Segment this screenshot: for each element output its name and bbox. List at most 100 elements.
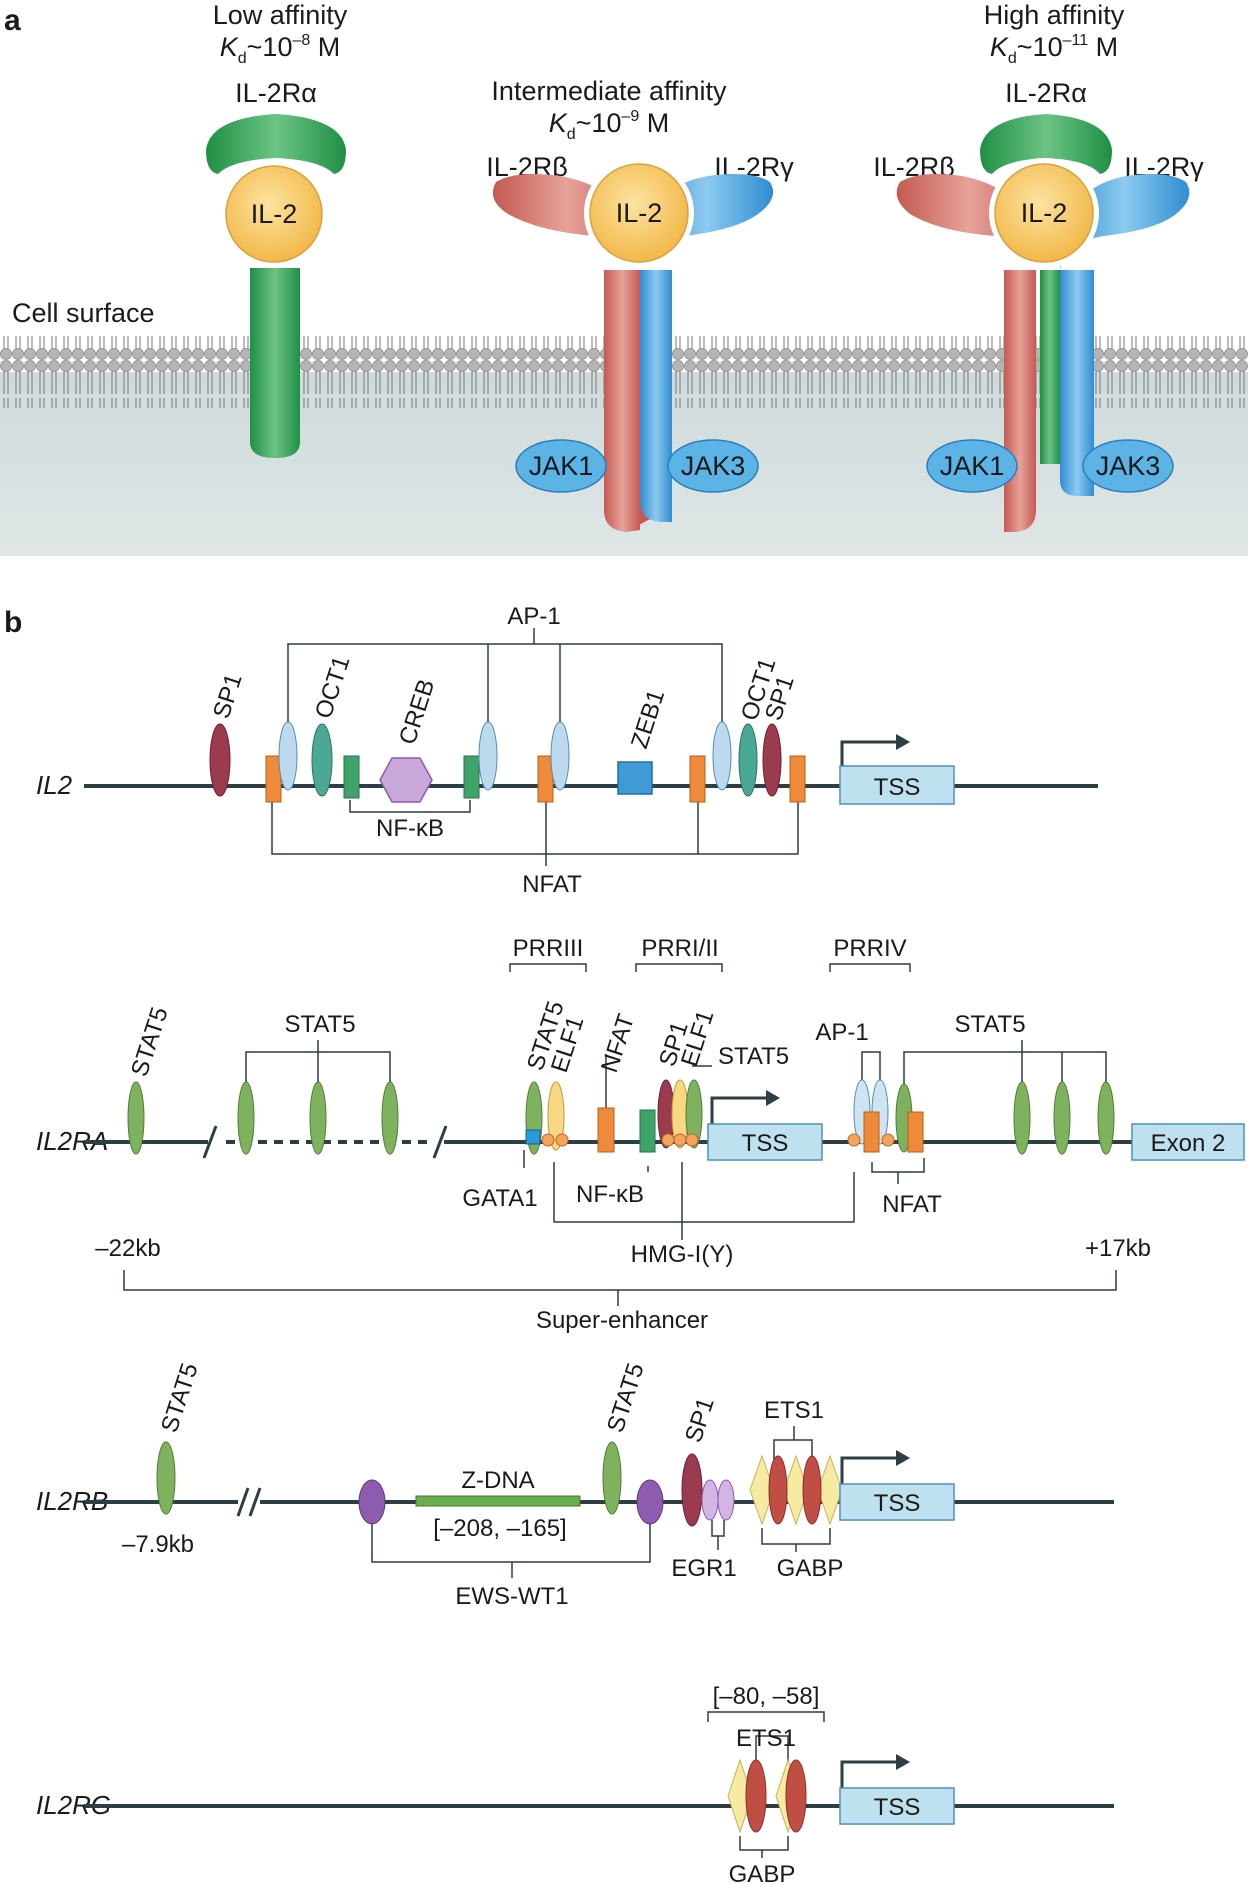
il2ra-hmg-label: HMG-I(Y) <box>631 1241 734 1268</box>
high-jak1-label: JAK1 <box>940 451 1005 481</box>
il2rb-zdna-label: Z-DNA <box>461 1467 534 1494</box>
high-affinity-title: High affinity <box>984 0 1125 30</box>
high-jak3 <box>1082 439 1174 493</box>
low-affinity-title: Low affinity <box>213 0 348 30</box>
il2ra-stat5-site-9 <box>1053 1081 1071 1155</box>
il2-ap1-site-1 <box>278 721 298 791</box>
il2rb-gabp-diamond-3 <box>817 1454 843 1526</box>
il2-tss-arrowhead <box>896 734 910 750</box>
il2ra-prriv-label: PRRIV <box>833 935 906 962</box>
il2rb-stat5-label-1: STAT5 <box>156 1360 204 1436</box>
intermediate-affinity-kd: Kd~10–9 M <box>549 108 670 143</box>
il2ra-stat5-site-1 <box>127 1081 145 1155</box>
il2ra-tss-label: TSS <box>742 1130 789 1157</box>
il2-sp1-site-2 <box>762 723 782 797</box>
il2rb-break-a <box>236 1487 250 1517</box>
intermediate-affinity-title: Intermediate affinity <box>491 76 727 106</box>
low-il2ra-label: IL-2Rα <box>235 78 317 108</box>
il2ra-stat5-site-4 <box>381 1081 399 1155</box>
mid-il2rg-stalk <box>640 270 672 522</box>
il2-nfat-box-3 <box>689 755 706 803</box>
il2rg-gabp-label: GABP <box>729 1861 796 1884</box>
il2rg-range-bracket <box>707 1711 825 1722</box>
il2rb-ews-site-1 <box>358 1479 386 1525</box>
il2rb-egr1-site-2 <box>717 1479 735 1521</box>
mid-il2rb-stalk <box>604 270 640 532</box>
il2rg-labels: [–80, –58] ETS1 GABP TSS <box>713 1683 921 1884</box>
il2rb-ews-bracket <box>371 1524 651 1563</box>
il2ra-tss-box <box>707 1123 823 1161</box>
il2-tss-arrow <box>840 740 896 770</box>
il2rb-zdna-bar <box>415 1495 581 1507</box>
il2rb-range-label: [–208, –165] <box>433 1515 566 1542</box>
il2ra-stat5-site-6 <box>685 1079 703 1149</box>
il2-ap1-site-3 <box>550 721 570 791</box>
il2-nfkb-bracket <box>349 800 471 813</box>
il2ra-nfkb-label: NF-κB <box>576 1181 644 1208</box>
il2ra-nfkb-box <box>639 1109 656 1153</box>
il2ra-elf1-site-1 <box>547 1081 565 1151</box>
il2ra-elf1-label-2: ELF1 <box>676 1007 719 1070</box>
il2-ap1-label: AP-1 <box>507 603 560 630</box>
il2ra-tss-arrowhead <box>766 1090 780 1106</box>
il2ra-exon2-label: Exon 2 <box>1151 1130 1226 1157</box>
high-il2-ligand <box>994 163 1094 263</box>
il2-nfat-box-4 <box>789 755 806 803</box>
il2-ap1-bracket <box>287 643 723 740</box>
cell-surface-label: Cell surface <box>12 298 155 328</box>
il2rb-sp1-site <box>681 1453 703 1527</box>
il2ra-prri-label: PRRI/II <box>641 935 718 962</box>
il2ra-break-1 <box>202 1125 218 1159</box>
high-il2-label: IL-2 <box>1021 198 1068 228</box>
il2ra-labels: STAT5 STAT5 PRRIII PRRI/II PRRIV STAT5 E… <box>95 935 1225 1334</box>
mid-jak3 <box>667 439 759 493</box>
il2-zeb1-box <box>617 761 653 795</box>
super-enhancer-label: Super-enhancer <box>536 1307 708 1334</box>
il2rb-egr1-site-1 <box>701 1479 719 1521</box>
il2rb-ews-site-2 <box>636 1479 664 1525</box>
il2ra-hmg-dot-7 <box>881 1133 895 1147</box>
mid-jak1-label: JAK1 <box>529 451 594 481</box>
il2rb-ets1-site-1 <box>768 1455 788 1525</box>
super-enhancer-bracket <box>123 1270 1117 1291</box>
il2rb-tss-arrowhead <box>896 1450 910 1466</box>
il2rb-position-label: –7.9kb <box>122 1531 194 1558</box>
il2ra-stat5-label-4: STAT5 <box>718 1043 789 1070</box>
il2-creb-label: CREB <box>394 676 440 748</box>
il2rb-tss-label: TSS <box>874 1490 921 1517</box>
il2-nfat-bracket <box>271 800 799 855</box>
il2ra-hmg-dot-2 <box>555 1133 569 1147</box>
il2ra-gene-map: IL2RA <box>36 963 1245 1306</box>
il2rb-egr1-bracket <box>711 1520 725 1537</box>
il2-nfkb-label: NF-κB <box>376 815 444 842</box>
il2ra-hmg-dot-3 <box>661 1133 675 1147</box>
il2ra-prriii-bracket <box>509 963 587 972</box>
il2-ap1-site-4 <box>712 721 732 791</box>
il2ra-nfat-box-3 <box>907 1111 924 1153</box>
high-jak1 <box>926 439 1018 493</box>
il2rg-ets1-site-2 <box>785 1759 807 1833</box>
il2rg-tss-label: TSS <box>874 1794 921 1821</box>
panel-b-letter: b <box>4 606 22 639</box>
il2rg-gabp-bracket <box>739 1836 789 1851</box>
il2ra-stat5-label-1: STAT5 <box>126 1004 174 1080</box>
il2ra-nfat-box-1 <box>597 1107 615 1153</box>
il2-gene-name: IL2 <box>36 770 73 800</box>
il2ra-stat5-bracket-2 <box>903 1051 1107 1088</box>
il2ra-stat5-site-2 <box>237 1081 255 1155</box>
il2rg-tss-arrow <box>840 1760 896 1790</box>
il2-nfkb-box-1 <box>343 755 360 799</box>
il2ra-stat5-site-8 <box>1013 1081 1031 1155</box>
high-il2rb-stalk <box>1004 270 1036 532</box>
low-il2ra-stalk <box>250 268 300 458</box>
low-il2ra-cap <box>206 114 346 174</box>
il2-tss-box <box>839 765 955 805</box>
il2ra-prriii-label: PRRIII <box>513 935 584 962</box>
low-affinity-receptor: Low affinity Kd~10–8 M IL-2Rα IL-2 <box>206 0 348 458</box>
il2rb-tss-box <box>839 1483 955 1521</box>
il2ra-stat5-site-3 <box>309 1081 327 1155</box>
il2rg-tss-arrowhead <box>896 1754 910 1770</box>
il2rb-ews-label: EWS-WT1 <box>455 1583 568 1610</box>
il2ra-nfat-label-top: NFAT <box>596 1011 640 1076</box>
